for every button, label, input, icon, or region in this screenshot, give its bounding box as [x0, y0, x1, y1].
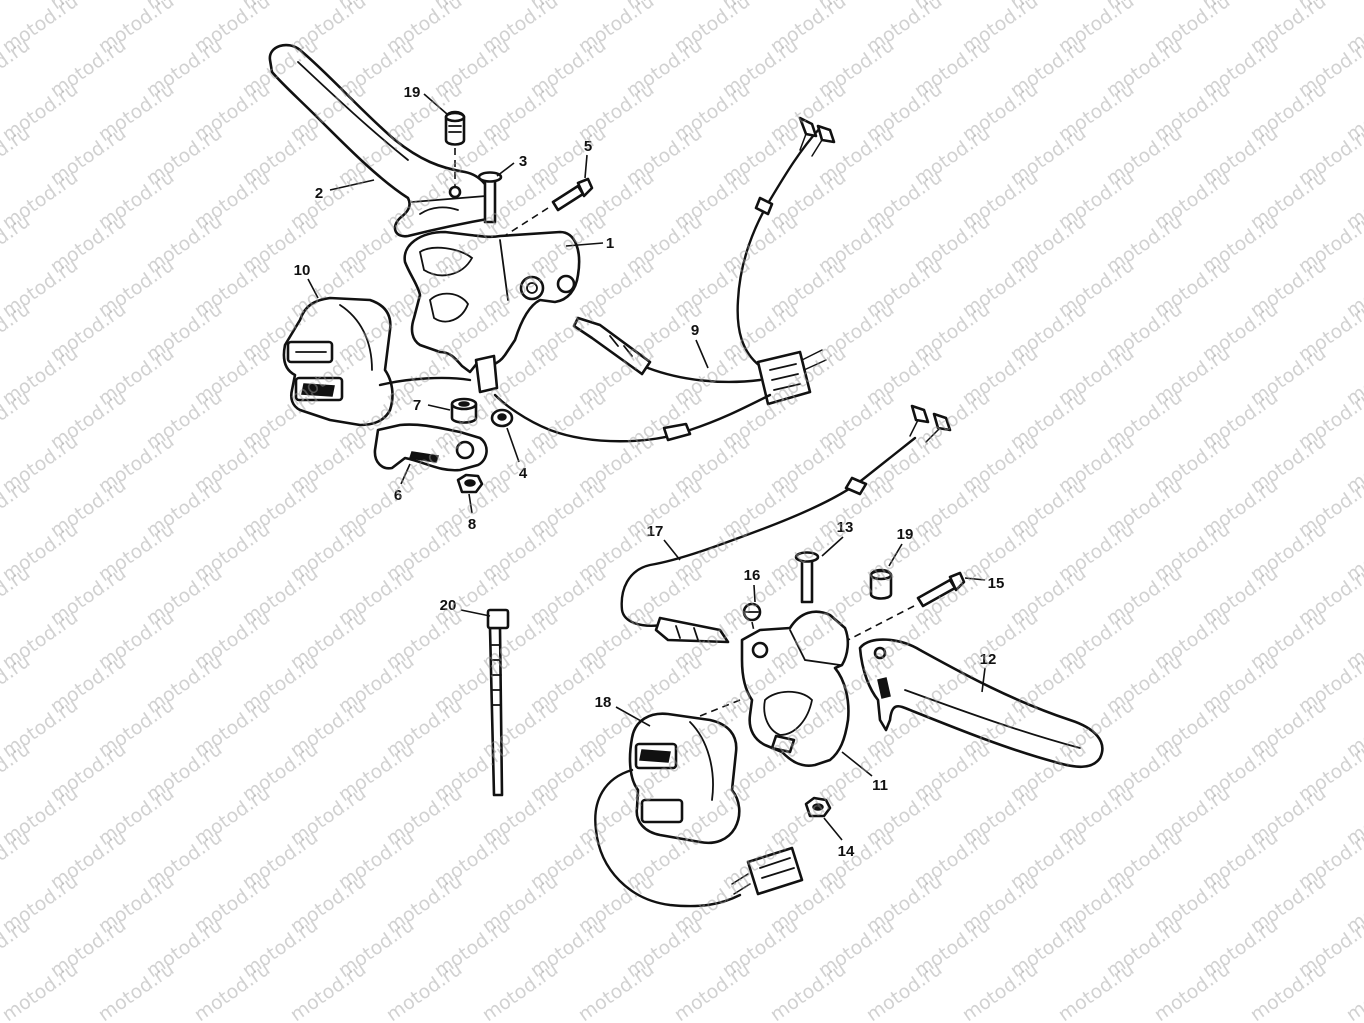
callout-2: 2: [315, 185, 323, 202]
callout-8: 8: [468, 516, 476, 533]
watermark-text: motod.ru: [0, 958, 82, 1023]
watermark-text: motod.ru: [958, 958, 1042, 1023]
watermark-text: motod.ru: [0, 0, 34, 14]
callout-3: 3: [519, 153, 527, 170]
right-switch-cable: [620, 404, 952, 644]
clip: [742, 602, 762, 622]
callout-10: 10: [294, 262, 311, 279]
right-switch-lead: [594, 768, 804, 908]
bushing: [450, 397, 478, 424]
watermark-text: motod.ru: [766, 958, 850, 1023]
watermark-text: motod.ru: [190, 958, 274, 1023]
right-lever: [858, 638, 1104, 769]
callouts: 19 3 5 2 1 10 9 7 4 6 8 17 13 19 15 16 2…: [294, 84, 1005, 860]
callout-12: 12: [980, 651, 997, 668]
lever-bracket: [373, 423, 488, 472]
right-nut: [804, 796, 832, 818]
callout-11: 11: [872, 777, 888, 794]
right-bolt: [916, 571, 966, 608]
callout-7: 7: [413, 397, 421, 414]
right-switch-housing: [628, 712, 741, 845]
left-switch-cable: [493, 116, 836, 443]
watermark-text: motod.ru: [382, 958, 466, 1023]
callout-14: 14: [838, 843, 855, 860]
callout-6: 6: [394, 487, 402, 504]
right-pivot-screw: [794, 551, 820, 604]
left-adjuster-cap: [444, 110, 466, 146]
watermark-text: motod.ru: [862, 958, 946, 1023]
callout-19-right: 19: [897, 526, 914, 543]
right-adjuster-cap: [869, 568, 893, 600]
callout-19-left: 19: [404, 84, 421, 101]
right-master-cylinder: [740, 610, 850, 767]
callout-17: 17: [647, 523, 664, 540]
left-pivot-screw: [477, 171, 503, 224]
left-switch-housing: [282, 296, 394, 427]
callout-1: 1: [606, 235, 614, 252]
watermark-text: motod.ru: [478, 958, 562, 1023]
nut: [456, 473, 484, 494]
watermark-text: motod.ru: [670, 958, 754, 1023]
leader-lines: [307, 93, 986, 841]
watermark-text: motod.ru: [574, 958, 658, 1023]
callout-20: 20: [440, 597, 457, 614]
washer: [490, 408, 514, 428]
watermark-text: motod.ru: [94, 958, 178, 1023]
callout-15: 15: [988, 575, 1005, 592]
callout-9: 9: [691, 322, 699, 339]
cable-tie: [486, 608, 510, 797]
callout-13: 13: [837, 519, 854, 536]
watermark-text: motod.ru: [1342, 958, 1364, 1023]
watermark-text: motod.ru: [1246, 958, 1330, 1023]
left-bolt: [551, 177, 594, 212]
callout-18: 18: [595, 694, 612, 711]
left-master-cylinder: [403, 230, 581, 394]
callout-4: 4: [519, 465, 528, 482]
callout-16: 16: [744, 567, 761, 584]
watermark-text: motod.ru: [286, 958, 370, 1023]
watermark-text: motod.ru: [1150, 958, 1234, 1023]
watermark-text: motod.ru: [1054, 958, 1138, 1023]
left-lever: [268, 43, 495, 238]
callout-5: 5: [584, 138, 592, 155]
